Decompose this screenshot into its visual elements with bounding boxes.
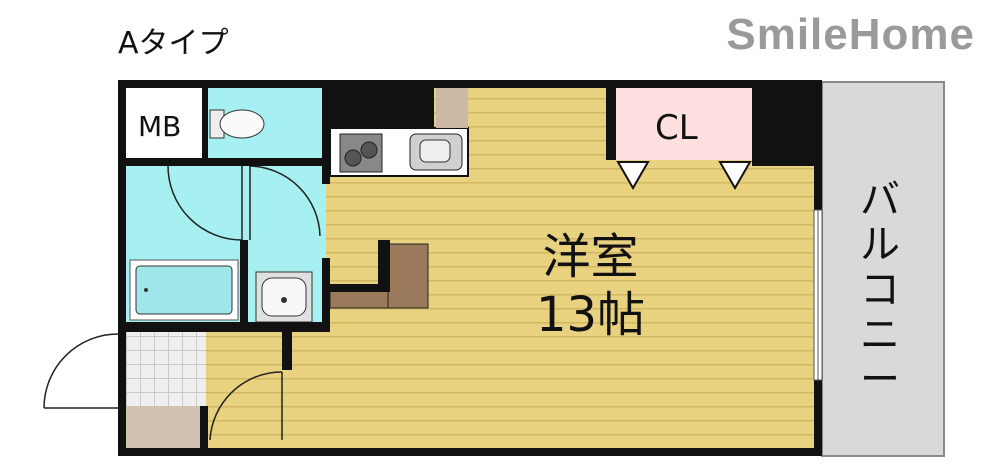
balcony-window (813, 209, 823, 381)
type-label: Aタイプ (118, 26, 229, 61)
western-room-label: 洋室 13帖 (536, 228, 645, 344)
balcony-area (821, 81, 945, 457)
closet-label: CL (655, 108, 698, 148)
brand-logo-text: SmileHome (726, 10, 975, 59)
mb-box (126, 94, 202, 158)
walls (118, 80, 822, 456)
western-room-name: 洋室 (542, 229, 639, 285)
western-room-size: 13帖 (536, 287, 646, 343)
balcony-label: バルコニー (860, 177, 900, 403)
entrance-tile (126, 332, 206, 448)
toilet (209, 109, 265, 139)
closet-area (614, 88, 754, 191)
mb-label: MB (138, 110, 182, 143)
doors (43, 165, 321, 441)
kitchen-counter (329, 88, 469, 177)
dining-counter (329, 240, 429, 309)
bathtub (129, 259, 239, 321)
wash-basin (255, 271, 313, 323)
